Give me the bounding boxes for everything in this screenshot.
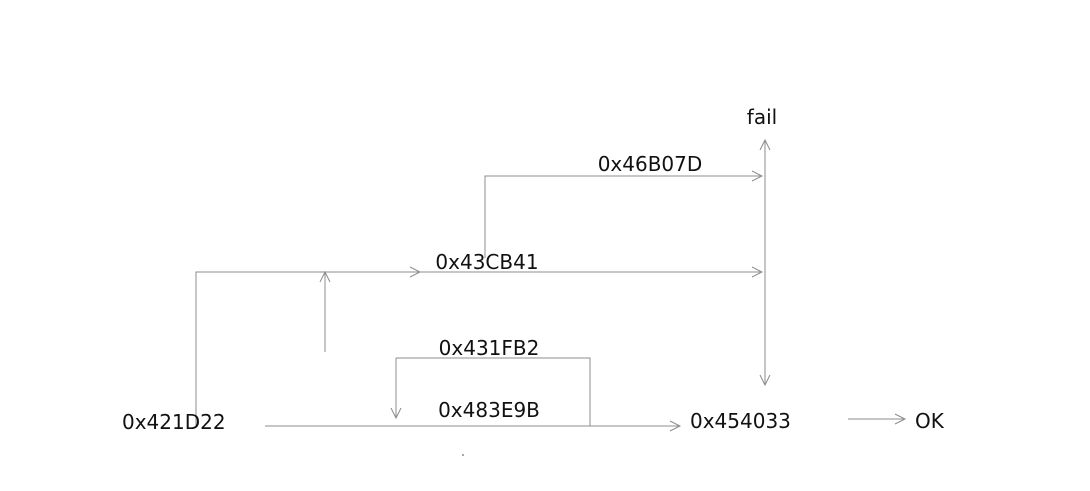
label-0x431FB2: 0x431FB2: [439, 336, 540, 360]
label-0x483E9B: 0x483E9B: [438, 398, 540, 422]
label-0x46B07D: 0x46B07D: [598, 152, 703, 176]
edge-0x421D22-to-0x43CB41: [195, 271, 762, 426]
arrowhead-right-icon: [751, 266, 764, 278]
arrowhead-up-icon: [319, 270, 331, 283]
arrowhead-down-icon: [759, 374, 771, 387]
arrowhead-right-icon: [751, 170, 764, 182]
label-0x454033: 0x454033: [690, 409, 791, 433]
arrowhead-right-icon: [894, 413, 907, 425]
edge-0x43CB41-to-0x46B07D: [484, 175, 762, 258]
arrowhead-down-icon: [390, 407, 402, 420]
arrowhead-up-icon: [759, 138, 771, 151]
label-0x43CB41: 0x43CB41: [435, 250, 538, 274]
label-fail: fail: [747, 105, 777, 129]
arrowhead-right-icon: [669, 420, 682, 432]
label-0x421D22: 0x421D22: [122, 410, 226, 434]
arrowhead-right-icon: [409, 266, 422, 278]
label-OK: OK: [915, 409, 945, 433]
stray-dot: [462, 454, 464, 456]
edge-0x431FB2-loop: [396, 357, 591, 426]
